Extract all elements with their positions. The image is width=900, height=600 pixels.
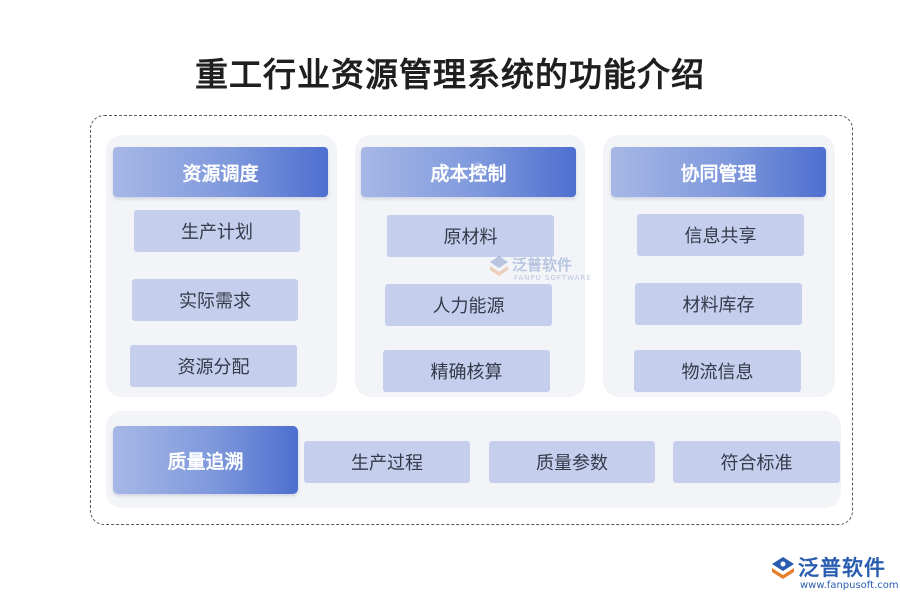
item-logistics-information: 物流信息 — [634, 350, 801, 392]
item-material-inventory: 材料库存 — [635, 283, 802, 325]
item-resource-allocation: 资源分配 — [130, 345, 297, 387]
item-labor-energy: 人力能源 — [385, 284, 552, 326]
header-resource-scheduling: 资源调度 — [113, 147, 328, 197]
watermark-subtext: FANPU SOFTWARE — [514, 274, 592, 282]
dashed-outline-frame — [90, 115, 853, 525]
header-cost-control: 成本控制 — [361, 147, 576, 197]
watermark-logo-icon — [490, 256, 508, 276]
brand-logo-text: 泛普软件 — [798, 556, 886, 580]
item-information-sharing: 信息共享 — [637, 214, 804, 256]
brand-logo: 泛普软件 www.fanpusoft.com — [770, 552, 899, 594]
item-production-plan: 生产计划 — [134, 210, 300, 252]
watermark-small — [470, 160, 540, 184]
watermark-small-logo-icon — [471, 161, 485, 176]
watermark: 泛普软件 FANPU SOFTWARE — [488, 254, 598, 294]
brand-logo-url: www.fanpusoft.com — [800, 580, 899, 591]
item-raw-materials: 原材料 — [387, 215, 554, 257]
page-title: 重工行业资源管理系统的功能介绍 — [195, 55, 705, 94]
header-quality-tracing: 质量追溯 — [113, 426, 298, 494]
item-production-process: 生产过程 — [304, 441, 470, 483]
header-collaborative-management: 协同管理 — [611, 147, 826, 197]
item-actual-demand: 实际需求 — [132, 279, 298, 321]
brand-logo-icon — [772, 557, 794, 579]
item-precise-accounting: 精确核算 — [383, 350, 550, 392]
watermark-text: 泛普软件 — [512, 256, 573, 274]
item-quality-parameters: 质量参数 — [489, 441, 655, 483]
item-compliance-standards: 符合标准 — [673, 441, 840, 483]
